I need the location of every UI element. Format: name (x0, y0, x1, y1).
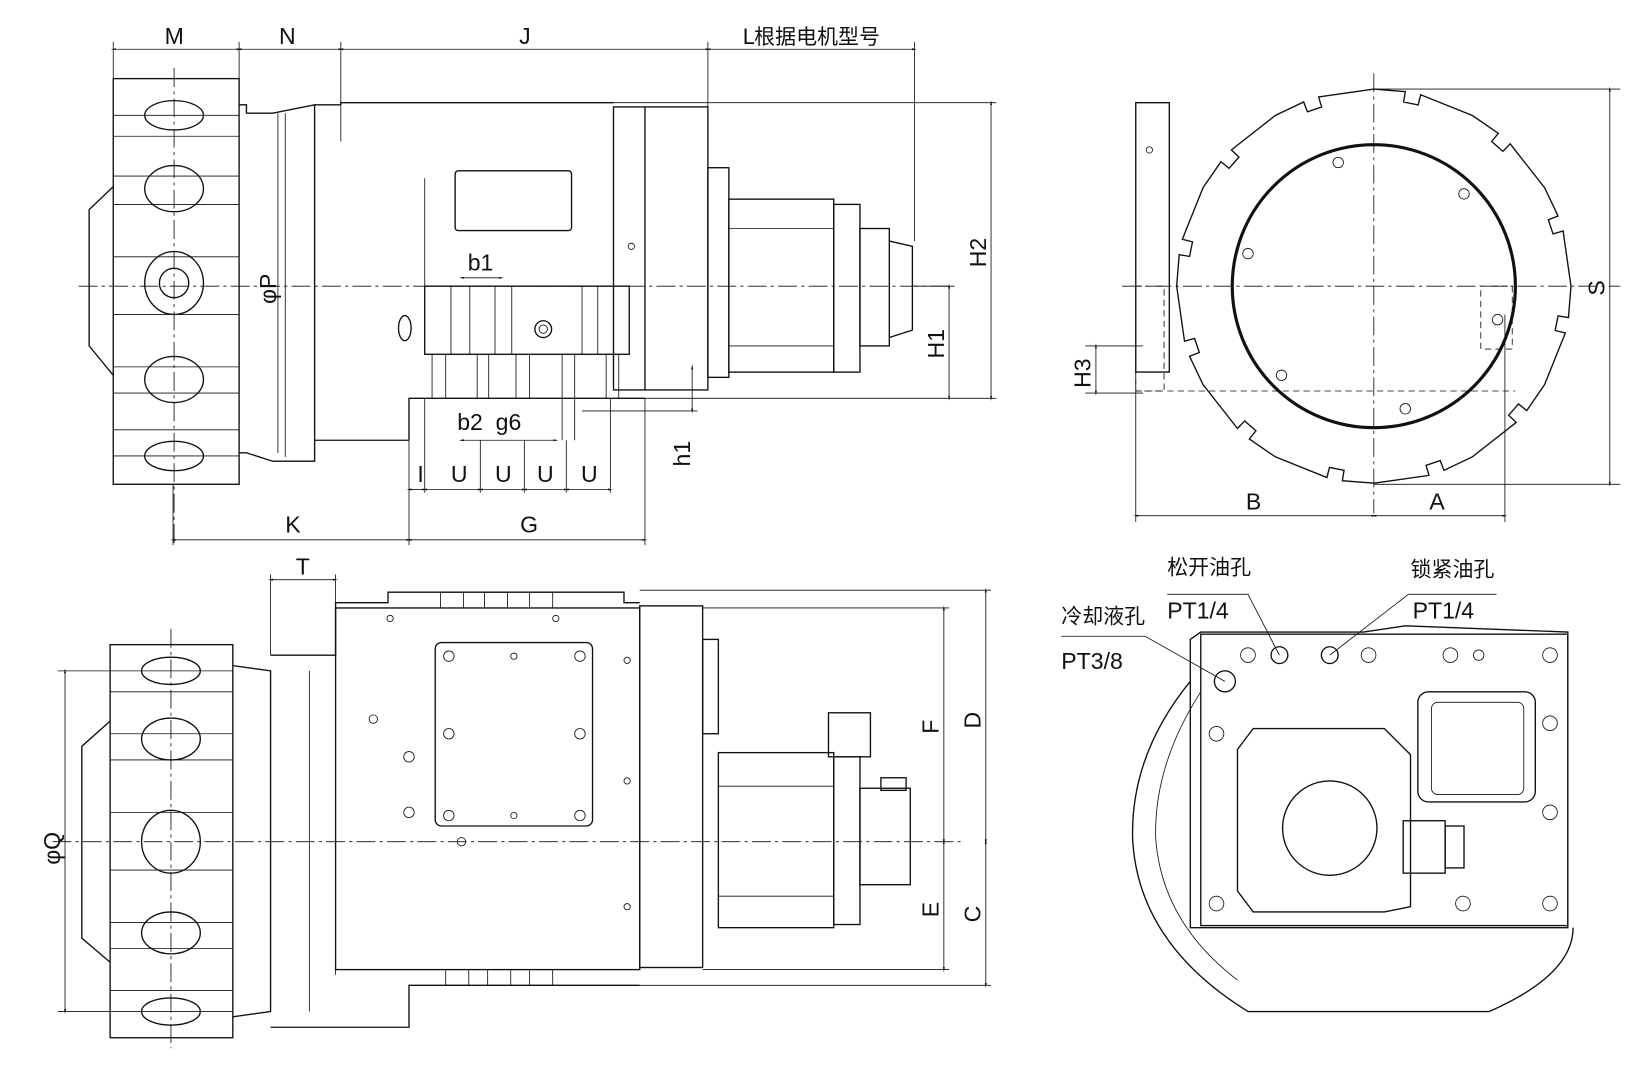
servo-motor (707, 167, 914, 379)
cover-plate (434, 641, 594, 827)
coolant-port (1213, 670, 1237, 693)
dim-T: T (296, 553, 310, 579)
port-unclamp-thread: PT1/4 (1167, 597, 1229, 623)
bolt-holes (1145, 146, 1504, 415)
dim-S: S (1584, 280, 1610, 295)
dim-L: L根据电机型号 (742, 25, 879, 49)
dim-H3: H3 (1070, 358, 1096, 387)
unclamp-oil-port (1270, 646, 1289, 665)
dim-I: I (417, 461, 423, 487)
tool-blocks (397, 285, 630, 441)
port-coolant-label: 冷却液孔 (1061, 605, 1145, 629)
top-view: M N J L根据电机型号 b1 b2 g6 I U U U U K G H1 … (78, 23, 997, 546)
dim-U4: U (581, 461, 598, 487)
front-view: T φQ D F C E (39, 553, 992, 1049)
dim-U2: U (495, 461, 512, 487)
dim-D: D (960, 712, 986, 729)
dim-h1: h1 (669, 441, 695, 467)
dim-C: C (960, 906, 986, 923)
dim-U1: U (451, 461, 468, 487)
port-clamp-thread: PT1/4 (1413, 597, 1475, 623)
dim-phiQ: φQ (39, 832, 65, 865)
clamp-oil-port (1320, 646, 1339, 665)
dim-B: B (1246, 488, 1261, 514)
rear-bolts (1208, 647, 1558, 912)
dim-M: M (165, 23, 184, 49)
end-view: S B A H3 (1070, 73, 1621, 523)
dim-H1: H1 (923, 329, 949, 358)
dim-K: K (285, 511, 301, 537)
dim-N: N (279, 23, 296, 49)
nameplate (454, 170, 573, 232)
dim-phiP: φP (255, 274, 281, 304)
dim-U3: U (537, 461, 554, 487)
port-unclamp-label: 松开油孔 (1167, 555, 1251, 579)
dim-F: F (918, 720, 944, 734)
port-coolant-thread: PT3/8 (1061, 648, 1123, 674)
dim-H2: H2 (965, 238, 991, 267)
dim-b1: b1 (468, 249, 494, 275)
dim-A: A (1429, 488, 1445, 514)
dim-E: E (918, 902, 944, 917)
dim-G: G (520, 511, 538, 537)
dim-J: J (519, 23, 531, 49)
port-clamp-label: 锁紧油孔 (1411, 558, 1495, 582)
dim-b2-g6: b2 g6 (457, 409, 521, 435)
rear-view: 松开油孔 PT1/4 锁紧油孔 PT1/4 冷却液孔 PT3/8 (1061, 555, 1574, 1013)
